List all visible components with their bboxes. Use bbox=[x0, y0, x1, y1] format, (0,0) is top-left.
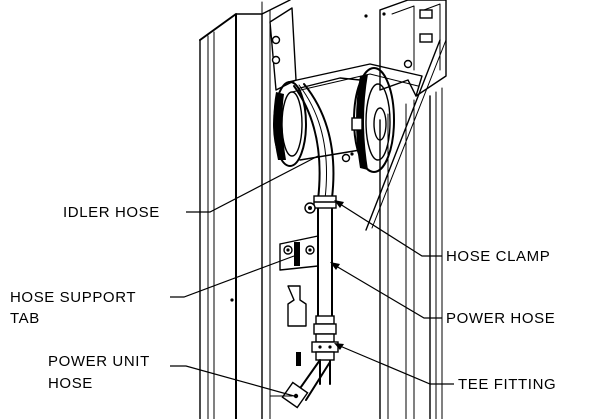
label-power-unit-line2: HOSE bbox=[48, 375, 93, 392]
label-hose-support-line2: TAB bbox=[10, 310, 40, 327]
leader-lines bbox=[170, 155, 454, 397]
label-tee-fitting: TEE FITTING bbox=[458, 376, 556, 393]
power-unit-hose-part bbox=[269, 359, 331, 409]
idler-sheave-assembly bbox=[269, 0, 447, 173]
label-hose-clamp: HOSE CLAMP bbox=[446, 248, 550, 265]
label-hose-support-line1: HOSE SUPPORT bbox=[10, 289, 136, 306]
label-idler-hose: IDLER HOSE bbox=[63, 204, 160, 221]
tee-fitting-part bbox=[311, 315, 339, 361]
lift-column bbox=[199, 0, 447, 419]
label-power-unit-line1: POWER UNIT bbox=[48, 353, 150, 370]
label-power-hose: POWER HOSE bbox=[446, 310, 555, 327]
idler-hose bbox=[293, 83, 335, 241]
hose-support-tab-part bbox=[279, 235, 319, 366]
